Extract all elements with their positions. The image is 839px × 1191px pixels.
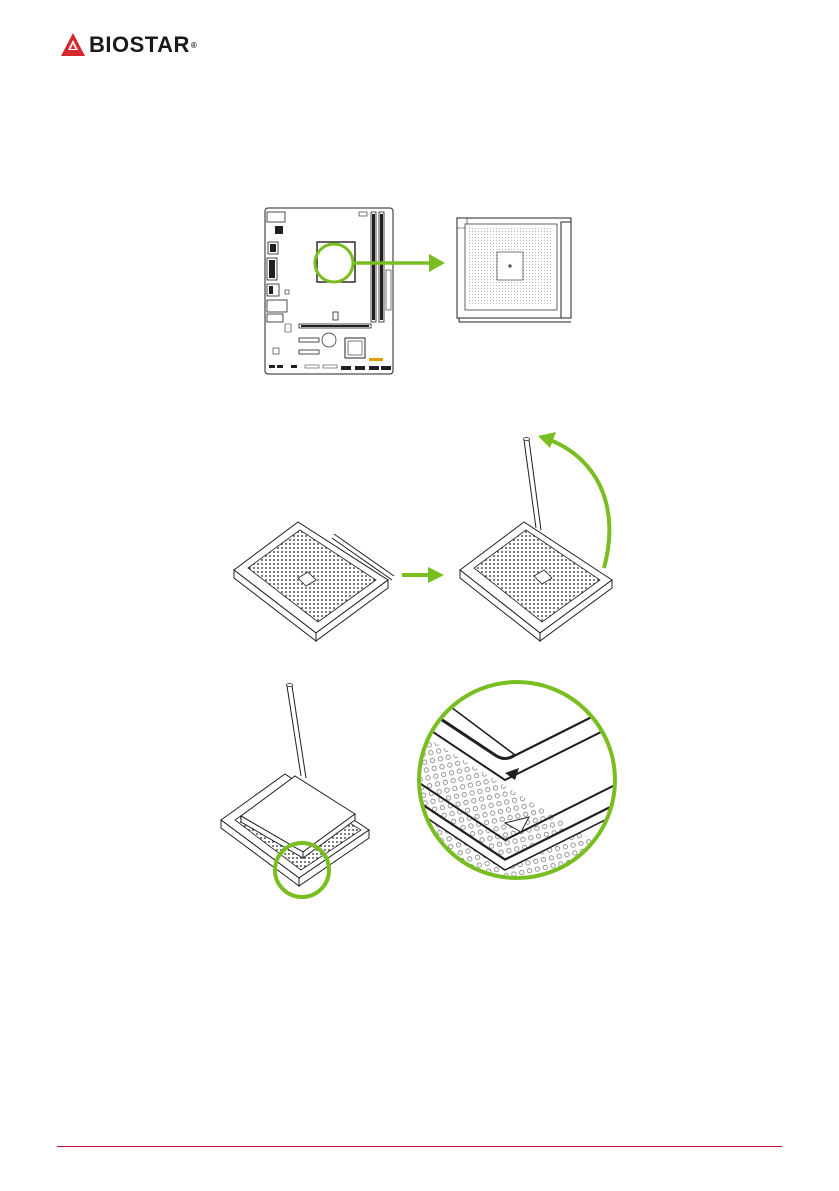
cpu-alignment-figure (215, 680, 625, 905)
socket-closed (234, 522, 394, 641)
brand-name: BIOSTAR (89, 32, 190, 58)
motherboard-overview-figure (255, 200, 585, 380)
biostar-logo: BIOSTAR ® (60, 30, 197, 60)
arrow-right-icon (429, 254, 445, 272)
arrow-right-icon (428, 567, 444, 583)
footer-rule (57, 1146, 782, 1147)
registered-mark: ® (191, 41, 197, 50)
socket-zoom-view (457, 218, 571, 322)
biostar-triangle-icon (60, 32, 86, 58)
socket-lever-raise-figure (220, 430, 620, 645)
socket-with-cpu (221, 684, 369, 898)
